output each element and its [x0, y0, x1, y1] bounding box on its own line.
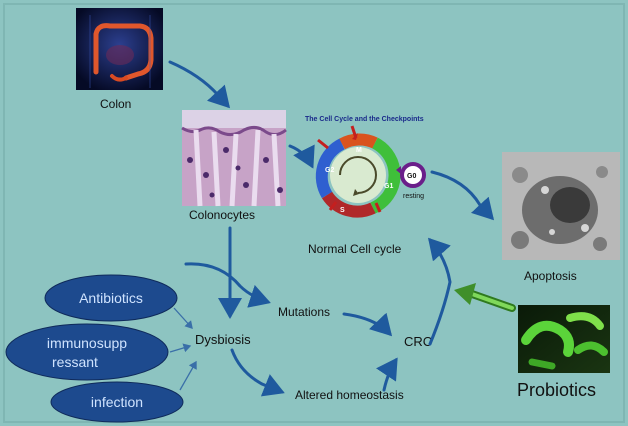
apoptosis-micrograph	[502, 152, 620, 260]
probiotics-arrow	[454, 283, 516, 312]
oval-antibiotics	[44, 274, 178, 322]
phase-g0: G0	[407, 173, 416, 180]
colonocytes-label: Colonocytes	[189, 208, 255, 222]
flow-arrows	[168, 60, 495, 397]
colon-image	[76, 8, 163, 90]
segment-g2	[315, 138, 345, 199]
border	[3, 3, 625, 423]
arrow-infection-dysbiosis	[179, 360, 197, 391]
antibiotics-label: Antibiotics	[79, 290, 143, 306]
immuno-line1: immunosupp	[47, 335, 127, 351]
colonocytes-micrograph	[181, 110, 287, 207]
immuno-line2: ressant	[52, 354, 98, 370]
arrow-altered-to-crc	[376, 357, 398, 392]
oval-immunosuppressant	[5, 323, 169, 381]
cell-cycle-title: The Cell Cycle and the Checkpoints	[305, 116, 424, 123]
resting-label: resting	[403, 193, 424, 200]
arrow-to-mutations	[184, 262, 271, 308]
arrow-colonocytes-to-cycle	[288, 144, 315, 169]
altered-label: Altered homeostasis	[295, 388, 404, 402]
g0-circle	[400, 162, 426, 188]
arrow-colon-to-colonocytes	[168, 60, 231, 109]
arrow-mutations-to-crc	[342, 312, 393, 337]
checkpoint-arrow-bottom-left	[328, 201, 338, 211]
crc-label: CRC	[404, 334, 432, 349]
arrow-dysbiosis-to-altered	[230, 348, 285, 397]
dysbiosis-label: Dysbiosis	[195, 332, 251, 347]
arrow-immuno-dysbiosis	[169, 343, 192, 353]
probiotics-image	[518, 305, 610, 373]
checkpoint-arrow-left	[317, 138, 329, 150]
normal-cycle-label: Normal Cell cycle	[308, 242, 402, 256]
infection-label: infection	[91, 394, 143, 410]
arrow-antibiotics-dysbiosis	[173, 307, 193, 329]
colon-label: Colon	[100, 97, 131, 111]
phase-g2: G2	[325, 167, 334, 174]
apoptosis-label: Apoptosis	[524, 269, 577, 283]
phase-m: M	[356, 147, 362, 154]
arrow-cycle-to-apoptosis	[430, 170, 495, 221]
mutations-label: Mutations	[278, 305, 330, 319]
segment-m	[339, 133, 378, 150]
arrow-crc-to-cycle	[428, 237, 452, 346]
segment-s	[321, 191, 376, 218]
segment-g1	[370, 137, 401, 214]
oval-arrows	[169, 307, 197, 391]
cell-cycle-wheel	[315, 125, 426, 218]
probiotics-label: Probiotics	[517, 380, 596, 400]
cycle-inner-arrow	[339, 156, 377, 194]
phase-s: S	[340, 207, 345, 214]
phase-g1: G1	[384, 183, 393, 190]
cycle-inner	[330, 147, 386, 203]
checkpoint-arrow-bottom-right	[374, 202, 382, 213]
oval-infection	[50, 381, 184, 423]
